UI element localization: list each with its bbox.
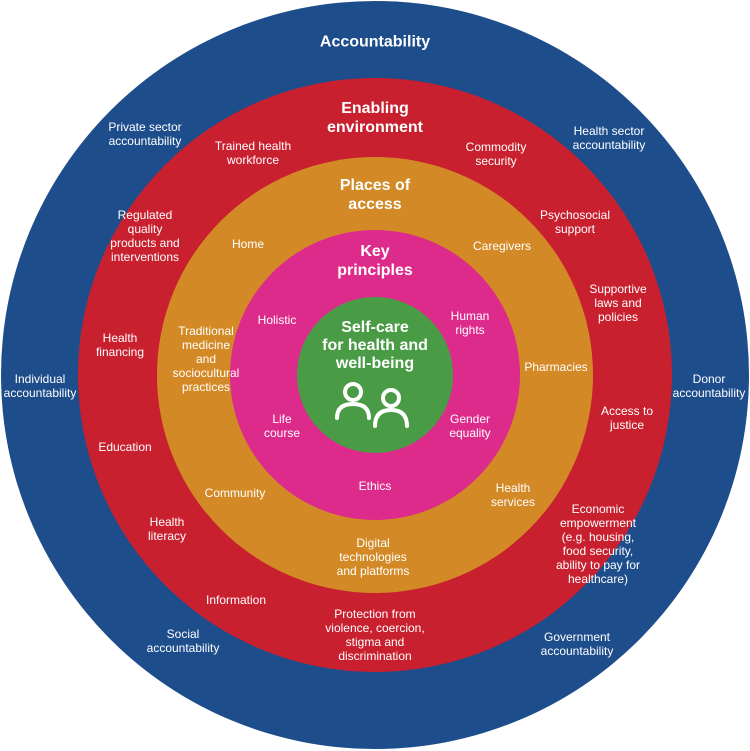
health-financing-label: Health financing (95, 331, 145, 359)
digital-technologies-label: Digital technologies and platforms (336, 536, 410, 578)
health-services-label: Health services (490, 481, 536, 509)
life-course-label: Life course (263, 412, 301, 440)
individual-accountability-label: Individual accountability (3, 372, 77, 400)
trained-health-workforce-label: Trained health workforce (214, 139, 292, 167)
enabling-environment-title: Enabling environment (326, 100, 424, 136)
government-accountability-label: Government accountability (540, 630, 614, 658)
self-care-title: Self-care for health and well-being (322, 319, 428, 372)
places-of-access-title: Places of access (339, 177, 411, 213)
protection-from-violence-label: Protection from violence, coercion, stig… (325, 607, 425, 663)
education-label: Education (98, 440, 152, 454)
people-icon (333, 378, 413, 434)
regulated-products-label: Regulated quality products and intervent… (110, 208, 180, 264)
caregivers-label: Caregivers (472, 239, 532, 253)
key-principles-title: Key principles (337, 243, 413, 279)
gender-equality-label: Gender equality (449, 412, 491, 440)
community-label: Community (204, 486, 266, 500)
holistic-label: Holistic (257, 313, 297, 327)
access-to-justice-label: Access to justice (600, 404, 654, 432)
economic-empowerment-label: Economic empowerment (e.g. housing, food… (555, 502, 641, 586)
information-label: Information (205, 593, 267, 607)
traditional-medicine-label: Traditional medicine and sociocultural p… (172, 324, 240, 394)
supportive-laws-label: Supportive laws and policies (589, 282, 647, 324)
accountability-title: Accountability (319, 33, 431, 51)
health-sector-accountability-label: Health sector accountability (572, 124, 646, 152)
ethics-label: Ethics (358, 479, 392, 493)
pharmacies-label: Pharmacies (524, 360, 588, 374)
home-label: Home (231, 237, 265, 251)
private-sector-accountability-label: Private sector accountability (108, 120, 182, 148)
health-literacy-label: Health literacy (147, 515, 187, 543)
human-rights-label: Human rights (450, 309, 490, 337)
donor-accountability-label: Donor accountability (672, 372, 746, 400)
social-accountability-label: Social accountability (146, 627, 220, 655)
commodity-security-label: Commodity security (465, 140, 527, 168)
psychosocial-support-label: Psychosocial support (539, 208, 611, 236)
